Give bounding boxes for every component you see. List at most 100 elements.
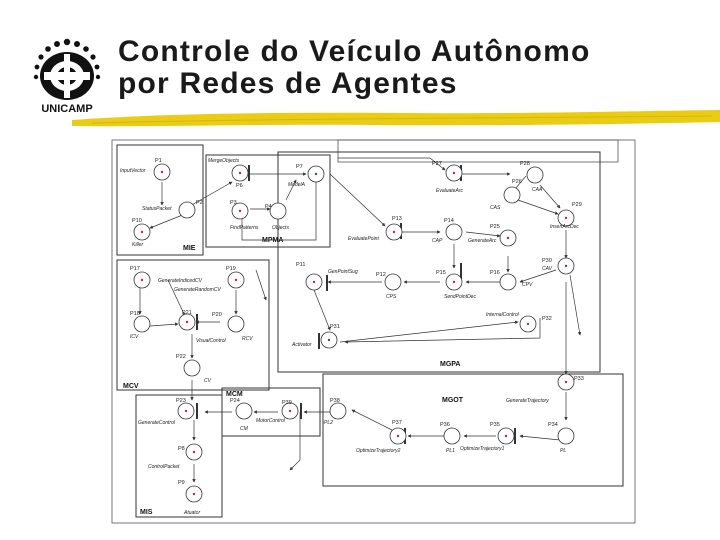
module-label-mcv: MCV (123, 383, 139, 390)
module-box-mgot (322, 373, 624, 487)
petri-net-diagram: MIE MPMA MCV MGPA MCM MGOT MIS (111, 139, 636, 524)
place-desc-p35: OptimizeTrajectory1 (460, 446, 505, 452)
place-label-p15: P15 (436, 270, 446, 276)
place-label-p38: P38 (330, 398, 340, 404)
place-desc-p29: InsertArcDec (550, 224, 579, 230)
place-label-p32: P32 (542, 316, 552, 322)
place-p28 (526, 166, 544, 184)
place-label-p39: P39 (282, 400, 292, 406)
place-desc-p13: EvaluatePoint (348, 236, 379, 242)
place-desc-p27: EvaluateArc (436, 188, 463, 194)
place-label-p3: P3 (230, 200, 237, 206)
place-desc-p12: CPS (386, 294, 397, 300)
merge-objects-label: MergeObjects (208, 158, 240, 164)
place-desc-p30: CAV (542, 266, 553, 272)
place-desc-p3: FindPatterns (230, 225, 259, 231)
place-label-p31: P31 (330, 324, 340, 330)
place-desc-p11: GenPointSug (328, 269, 358, 275)
place-label-p22: P22 (176, 354, 186, 360)
place-label-p4: P4 (265, 204, 272, 210)
place-label-p24: P24 (230, 398, 240, 404)
place-label-p27: P27 (432, 161, 442, 167)
module-label-mie: MIE (183, 245, 196, 252)
place-p4 (269, 202, 287, 220)
module-box-mgpa (277, 151, 601, 373)
title-line-2: por Redes de Agentes (118, 67, 458, 100)
module-label-mis: MIS (140, 509, 153, 516)
place-label-p17: P17 (130, 266, 140, 272)
module-label-mcm: MCM (226, 391, 243, 398)
place-label-p10: P10 (132, 218, 142, 224)
place-desc-p28: CAA (532, 187, 543, 193)
logo-text: UNICAMP (41, 103, 92, 115)
place-desc-p9: Atuator (183, 510, 200, 516)
place-p38 (329, 402, 347, 420)
place-desc-p17: GenerateIndicedCV (158, 278, 203, 284)
place-p24 (235, 402, 253, 420)
place-desc-p34: PL (560, 448, 566, 454)
place-p34 (557, 427, 575, 445)
place-label-p18: P18 (130, 311, 140, 317)
place-label-p8: P8 (178, 446, 185, 452)
place-desc-p7: ModelA (288, 182, 306, 188)
place-desc-p31: Activator (291, 342, 312, 348)
place-desc-p14: CAP (432, 238, 443, 244)
module-label-mgot: MGOT (442, 397, 464, 404)
place-desc-p15: SendPointDec (444, 294, 476, 300)
place-label-p14: P14 (444, 218, 454, 224)
place-desc-p23: GenerateControl (138, 420, 176, 426)
module-box-mis (135, 394, 223, 518)
place-p16 (499, 273, 517, 291)
place-desc-p19: GenerateRandomCV (174, 287, 221, 293)
place-label-p25: P25 (490, 224, 500, 230)
module-box-mcv (116, 259, 270, 391)
place-desc-p21: VisualControl (196, 338, 227, 344)
place-p36 (443, 427, 461, 445)
place-label-p28: P28 (520, 161, 530, 167)
place-p22 (183, 359, 201, 377)
place-desc-p4: Objects (272, 225, 289, 231)
place-label-p26: P26 (512, 179, 522, 185)
place-desc-p10: Killer (132, 242, 143, 248)
place-p26 (503, 186, 521, 204)
place-label-p9: P9 (178, 480, 185, 486)
place-label-p16: P16 (490, 270, 500, 276)
place-desc-p18: ICV (130, 334, 139, 340)
place-desc-p2: StatusPacket (142, 206, 172, 212)
place-label-p23: P23 (176, 398, 186, 404)
place-desc-p38: PL2 (324, 420, 333, 426)
place-desc-p33: GenerateTrajectory (506, 398, 549, 404)
place-label-p36: P36 (440, 422, 450, 428)
place-desc-p26: CAS (490, 205, 501, 211)
place-desc-p22: CV (204, 378, 212, 384)
place-label-p7: P7 (296, 164, 303, 170)
place-label-p19: P19 (226, 266, 236, 272)
place-label-p1: P1 (155, 158, 162, 164)
place-label-p35: P35 (490, 422, 500, 428)
place-label-p13: P13 (392, 216, 402, 222)
place-label-p21: P21 (182, 310, 192, 316)
title-underline-brush (72, 110, 720, 127)
module-label-mpma: MPMA (262, 237, 283, 244)
place-label-p34: P34 (548, 422, 558, 428)
place-desc-p32: InternalControl (486, 312, 520, 318)
place-desc-p16: CPV (522, 282, 533, 288)
place-desc-p20: RCV (242, 336, 253, 342)
place-desc-p37: OptimizeTrajectory2 (356, 448, 401, 454)
place-desc-p8: ControlPacket (148, 464, 180, 470)
place-label-p33: P33 (574, 376, 584, 382)
title-line-1: Controle do Veículo Autônomo (118, 35, 591, 68)
place-desc-p39: MotorControl (256, 418, 286, 424)
place-p12 (384, 273, 402, 291)
page-title: Controle do Veículo Autônomo por Redes d… (118, 36, 590, 100)
place-p14 (445, 223, 463, 241)
module-box-mpma (205, 154, 331, 248)
place-label-p12: P12 (376, 272, 386, 278)
place-label-p30: P30 (542, 258, 552, 264)
place-p2 (178, 201, 196, 219)
place-label-p2: P2 (196, 200, 203, 206)
place-desc-p25: GenerateArc (468, 238, 497, 244)
place-p20 (227, 315, 245, 333)
place-desc-p36: PL1 (446, 448, 455, 454)
place-p18 (133, 315, 151, 333)
